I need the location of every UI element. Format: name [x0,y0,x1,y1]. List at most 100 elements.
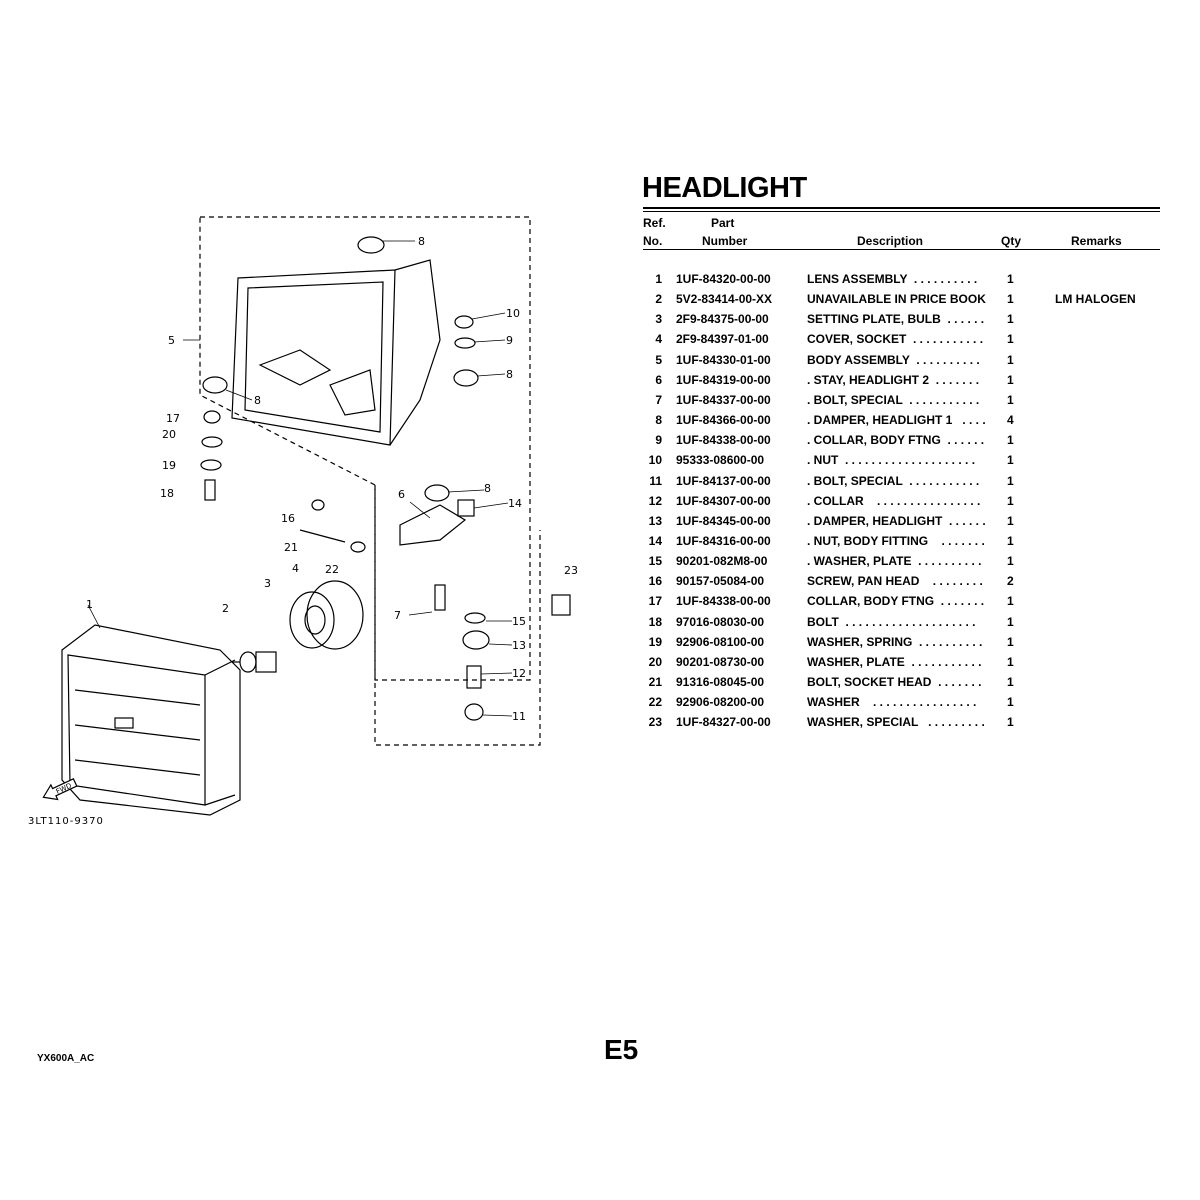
description: WASHER, SPECIAL . . . . . . . . . [807,715,985,730]
header-number: Number [702,234,748,248]
table-row: 21 91316-08045-00 BOLT, SOCKET HEAD . . . … [640,675,1160,695]
ref-no: 10 [648,453,662,468]
part-number: 91316-08045-00 [676,675,765,689]
callout-label: 5 [168,334,175,347]
ref-no: 7 [655,392,662,407]
model-code: YX600A_AC [37,1053,95,1064]
description: COVER, SOCKET . . . . . . . . . . . [807,332,984,347]
description: BOLT . . . . . . . . . . . . . . . . . .… [807,614,976,629]
description: LENS ASSEMBLY . . . . . . . . . . [807,272,978,286]
quantity: 1 [1007,292,1014,307]
ref-no: 22 [648,695,662,710]
ref-no: 6 [655,372,662,387]
ref-no: 15 [648,554,662,569]
part-number: 97016-08030-00 [676,614,765,629]
quantity: 2 [1007,574,1014,589]
description: COLLAR, BODY FTNG . . . . . . . [807,594,985,609]
description: . NUT . . . . . . . . . . . . . . . . . … [807,453,976,468]
small-parts [200,236,571,721]
part-number: 1UF-84338-00-00 [676,594,771,609]
part-number: 1UF-84337-00-00 [676,392,771,407]
headlight-body [231,259,441,446]
table-row: 8 1UF-84366-00-00 . DAMPER, HEADLIGHT 1 . … [640,413,1160,433]
description: . COLLAR, BODY FTNG . . . . . . [807,433,985,448]
leader-lines [87,240,513,717]
ref-no: 5 [655,352,662,367]
quantity: 1 [1007,634,1014,649]
description: UNAVAILABLE IN PRICE BOOK [807,292,986,307]
callout-label: 20 [162,428,176,441]
callout-label: 3 [264,577,271,590]
callout-label: 22 [325,563,339,576]
part-number: 92906-08100-00 [676,634,765,649]
callout-label: 18 [160,487,174,500]
callout-label: 16 [281,512,295,525]
header-part: Part [711,216,735,230]
ref-no: 4 [655,332,662,347]
ref-no: 8 [655,413,662,428]
callout-label: 4 [292,562,299,575]
quantity: 1 [1007,272,1014,286]
callout-label: 8 [254,394,261,407]
callout-label: 10 [506,307,520,320]
part-number: 90157-05084-00 [676,574,765,589]
ref-no: 14 [648,533,662,548]
title-rule [643,211,1160,212]
callout-label: 13 [512,639,526,652]
header-qty: Qty [1001,234,1022,248]
quantity: 1 [1007,513,1014,528]
part-number: 5V2-83414-00-XX [676,292,773,307]
table-row: 6 1UF-84319-00-00 . STAY, HEADLIGHT 2 . . … [640,373,1160,393]
part-number: 2F9-84397-01-00 [676,332,769,347]
description: . DAMPER, HEADLIGHT 1 . . . . [807,413,986,428]
description: SCREW, PAN HEAD . . . . . . . . [807,574,983,589]
part-number: 92906-08200-00 [676,695,765,710]
header-rule [643,249,1160,250]
quantity: 1 [1007,695,1014,710]
table-row: 17 1UF-84338-00-00 COLLAR, BODY FTNG . . .… [640,594,1160,614]
quantity: 1 [1007,372,1014,387]
part-number: 90201-08730-00 [676,654,765,669]
callout-label: 21 [284,541,298,554]
ref-no: 17 [648,594,662,609]
bulb [232,651,277,673]
description: SETTING PLATE, BULB . . . . . . [807,312,985,327]
header-ref: Ref. [643,216,666,230]
fwd-arrow-icon: FWD [42,778,78,801]
part-number: 1UF-84330-01-00 [676,352,771,367]
part-number: 1UF-84366-00-00 [676,413,771,428]
quantity: 1 [1007,392,1014,407]
callout-label: 15 [512,615,526,628]
part-number: 1UF-84345-00-00 [676,513,771,528]
description: BOLT, SOCKET HEAD . . . . . . . [807,675,982,689]
ref-no: 9 [655,433,662,448]
remarks: LM HALOGEN [1055,292,1136,307]
part-number: 1UF-84319-00-00 [676,372,771,387]
callout-label: 8 [506,368,513,381]
callout-label: 6 [398,488,405,501]
quantity: 1 [1007,332,1014,347]
quantity: 1 [1007,473,1014,488]
callout-label: 11 [512,710,526,723]
description: . STAY, HEADLIGHT 2 . . . . . . . [807,372,980,387]
quantity: 1 [1007,614,1014,629]
quantity: 4 [1007,413,1014,428]
callout-label: 9 [506,334,513,347]
callout-label: 14 [508,497,522,510]
ref-no: 21 [648,675,662,689]
headlight-lens [61,624,241,816]
dashed-boundary [199,216,541,746]
